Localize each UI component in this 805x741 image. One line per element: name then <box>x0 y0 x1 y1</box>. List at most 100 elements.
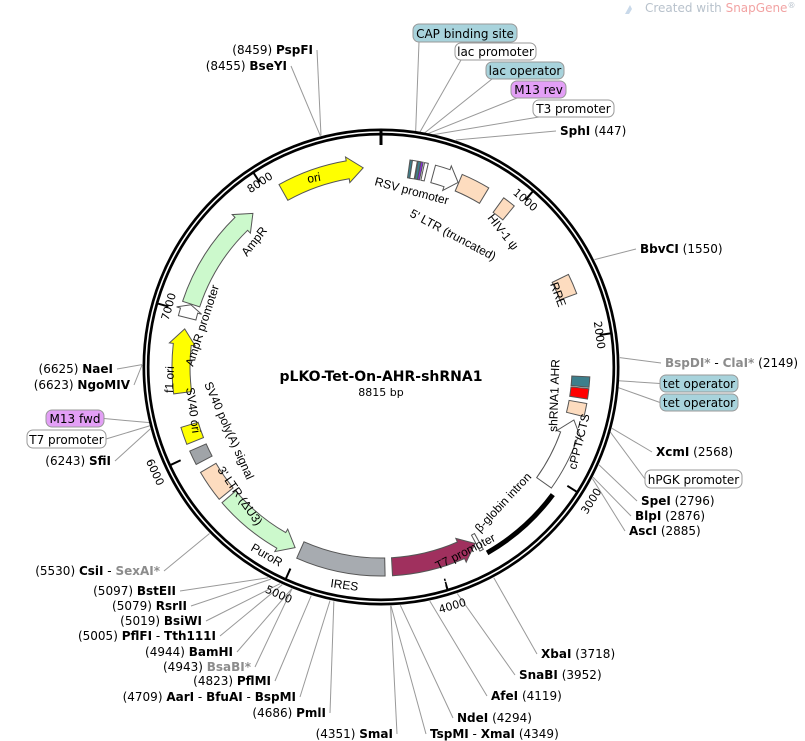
backbone-circle <box>142 128 620 606</box>
site-name: CsiI <box>79 564 104 578</box>
site-line <box>591 478 626 532</box>
site-line <box>274 595 312 682</box>
site-position: (5019) <box>120 614 164 628</box>
site-name: NaeI <box>82 362 113 376</box>
site-pspfi: (8459) PspFI <box>232 43 313 57</box>
callout-box <box>532 99 615 118</box>
site-line <box>455 130 557 141</box>
plasmid-name: pLKO-Tet-On-AHR-shRNA1 <box>280 369 483 385</box>
site-sep: - <box>194 690 206 704</box>
tick-mark <box>524 190 534 201</box>
callout-m13-rev: M13 rev <box>510 80 567 99</box>
callout-box <box>659 393 739 412</box>
label-tetr: TetR <box>425 573 453 593</box>
site-position: (4709) <box>123 690 167 704</box>
callout-hpgk-promoter: hPGK promoter <box>644 469 743 489</box>
callout-line <box>105 425 151 440</box>
site-position: (6625) <box>39 362 83 376</box>
callout-box <box>644 469 743 489</box>
label-sv40-polya: SV40 poly(A) signal <box>201 380 257 482</box>
site-afei: AfeI (4119) <box>491 689 562 703</box>
site-line <box>254 588 293 668</box>
site-name: BstEII <box>137 584 176 598</box>
feature-shrna1-ahr <box>569 386 590 400</box>
feature-sv40-ori <box>180 421 205 445</box>
site-bsiwi: (5019) BsiWI <box>120 614 202 628</box>
tick-label: 2000 <box>591 320 608 350</box>
callout-t7-promoter: T7 promoter <box>26 429 107 449</box>
site-line <box>316 49 322 136</box>
callout-line <box>427 97 518 135</box>
feature-rsv-promoter <box>430 164 459 192</box>
callout-label: CAP binding site <box>416 27 514 41</box>
site-name: BspDI* <box>665 356 711 370</box>
snapgene-watermark: Created with SnapGene® <box>625 1 795 15</box>
site-line <box>429 600 488 697</box>
feature-tetr <box>390 537 476 577</box>
site-line <box>592 476 632 517</box>
site-name: NgoMIV <box>77 378 130 392</box>
site-position: (4686) <box>252 706 296 720</box>
site-pflmi: (4823) PflMI <box>193 674 271 688</box>
feature-sv40-poly-a-signal <box>189 443 213 466</box>
site-position: (5530) <box>35 564 79 578</box>
site-line <box>290 65 321 137</box>
callout-box <box>412 23 518 43</box>
feature-t3-promoter <box>420 162 429 182</box>
feature-ampr-promoter <box>176 304 202 321</box>
callout-label: lac promoter <box>457 45 534 59</box>
site-bbvci: BbvCI (1550) <box>640 242 723 256</box>
callout-box <box>485 61 565 80</box>
site-name: BsiWI <box>164 614 202 628</box>
watermark-reg: ® <box>787 1 795 10</box>
site-position: (4351) <box>316 727 360 741</box>
label-ori: ori <box>306 170 322 186</box>
site-line <box>619 357 662 364</box>
site-sfii: (6243) SfiI <box>45 454 111 468</box>
callout-line <box>617 387 661 403</box>
callout-tet-operator: tet operator <box>659 393 739 412</box>
backbone-outer <box>142 128 620 606</box>
site-name: XmaI <box>481 727 515 741</box>
site-position: (6623) <box>34 378 78 392</box>
site-name: Tth111I <box>164 629 216 643</box>
callout-label: hPGK promoter <box>648 473 740 487</box>
tick-label: 7000 <box>159 291 179 321</box>
site-name: PmlI <box>296 706 326 720</box>
watermark-brand: SnapGene <box>726 1 788 15</box>
callout-tet-operator: tet operator <box>659 374 739 393</box>
feature-rre <box>551 273 578 301</box>
site-naei: (6625) NaeI <box>39 362 113 376</box>
tick-mark <box>170 459 182 466</box>
callout-line <box>609 431 646 480</box>
callout-label: tet operator <box>663 377 735 391</box>
callout-line <box>432 116 540 136</box>
site-line <box>133 364 143 386</box>
site-bseyi: (8455) BseYI <box>206 59 287 73</box>
watermark-text: Created with SnapGene® <box>645 1 795 15</box>
site-line <box>236 588 293 653</box>
callout-label: lac operator <box>489 64 562 78</box>
site-name: AscI <box>629 524 657 538</box>
feature-m13-rev <box>416 161 424 181</box>
feature-ori <box>278 155 364 201</box>
site-name: BlpI <box>635 509 661 523</box>
tick-label: 4000 <box>437 596 468 616</box>
site-csii-sexai: (5530) CsiI - SexAI* <box>35 564 160 578</box>
label-sv40-ori: SV40 ori <box>183 386 203 434</box>
label-5ltr: 5' LTR (truncated) <box>408 206 499 263</box>
site-bsteii: (5097) BstEII <box>93 584 176 598</box>
site-sep: - <box>469 727 481 741</box>
site-position: (5079) <box>112 599 156 613</box>
site-line <box>114 428 151 462</box>
site-line <box>205 583 281 622</box>
label-shrna: shRNA1 AHR <box>546 359 563 432</box>
callout-label: tet operator <box>663 396 735 410</box>
site-name: BseYI <box>249 59 287 73</box>
tick-mark <box>443 578 449 590</box>
callout-box <box>45 409 105 428</box>
site-position: (3952) <box>558 668 602 682</box>
site-asci: AscI (2885) <box>629 524 701 538</box>
